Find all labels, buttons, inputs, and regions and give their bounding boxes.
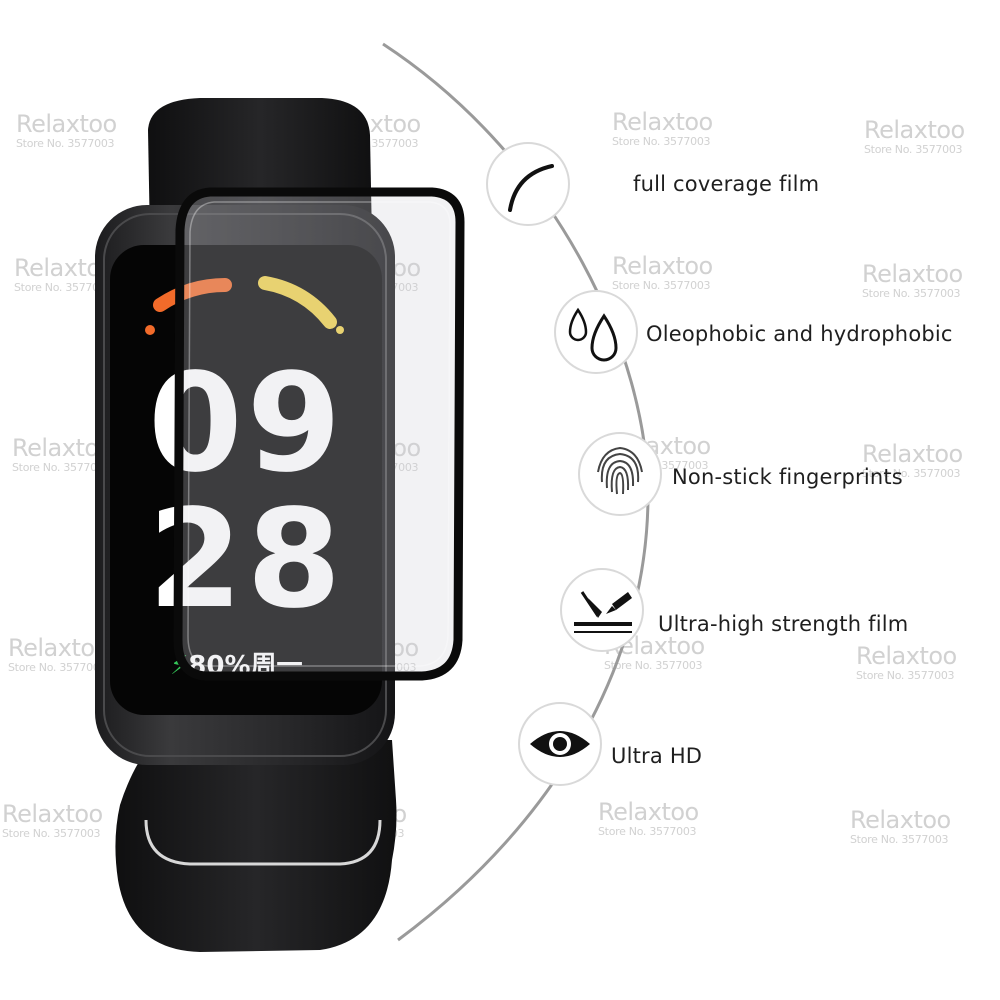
activity-ring-yellow xyxy=(258,276,337,329)
top-strap xyxy=(148,98,372,240)
bottom-strap xyxy=(115,740,397,952)
feature-label-non-stick: Non-stick fingerprints xyxy=(672,465,903,489)
strap-loop xyxy=(144,819,382,866)
water-drops-icon xyxy=(554,290,638,374)
impact-resistance-icon xyxy=(560,568,644,652)
feature-label-oleophobic: Oleophobic and hydrophobic xyxy=(646,322,953,346)
feature-label-ultra-hd: Ultra HD xyxy=(611,744,703,768)
fingerprint-icon xyxy=(578,432,662,516)
eye-icon xyxy=(518,702,602,786)
feature-label-full-coverage: full coverage film xyxy=(633,172,820,196)
feature-label-strength: Ultra-high strength film xyxy=(658,612,909,636)
activity-ring-orange xyxy=(153,278,232,312)
curve-edge-icon xyxy=(486,142,570,226)
